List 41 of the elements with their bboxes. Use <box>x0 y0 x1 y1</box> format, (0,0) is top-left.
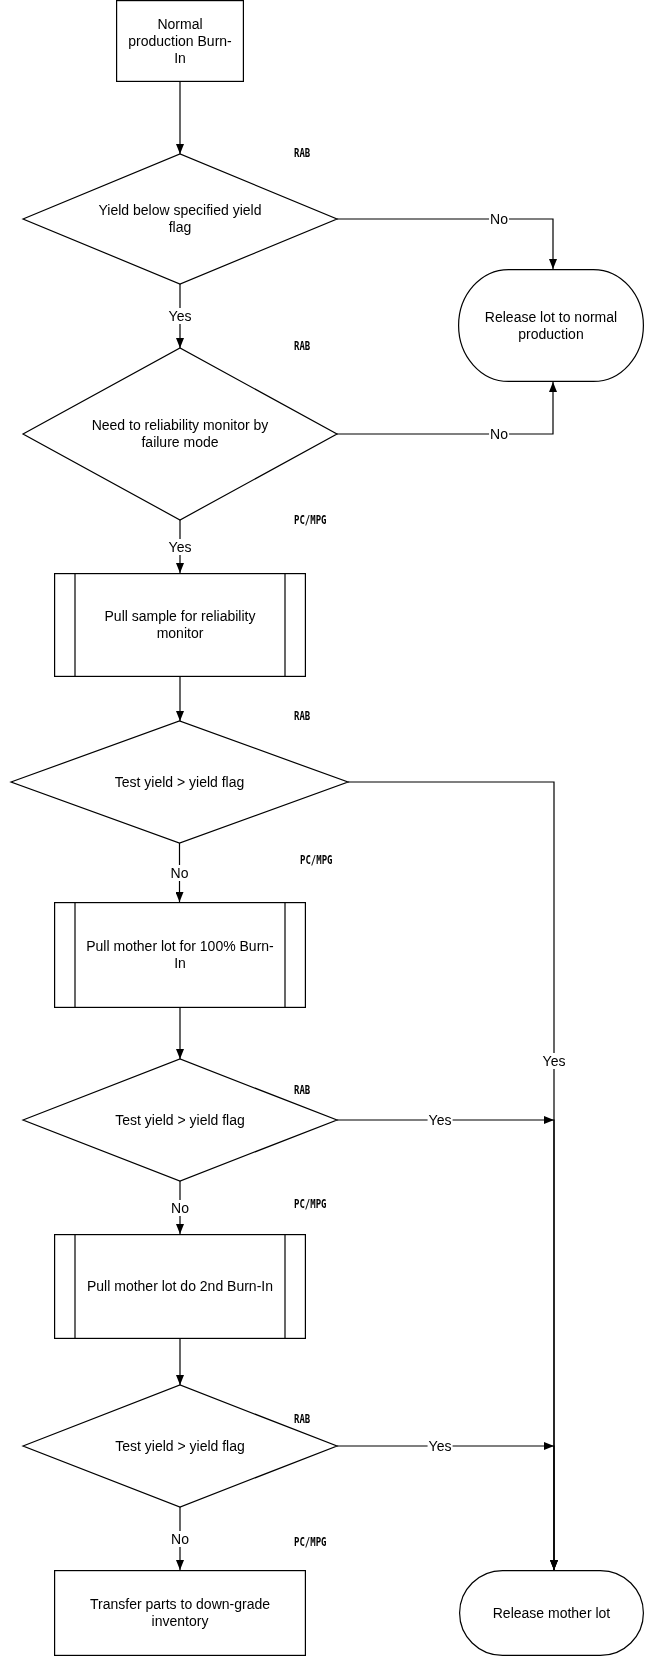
node-label: Test yield > yield flag <box>114 1437 246 1455</box>
node-label: Yield below specified yield flag <box>97 202 263 236</box>
role-annotation: PC/MPG <box>300 853 333 867</box>
predefined-process-box <box>54 902 306 1008</box>
node-label: Pull mother lot for 100% Burn-In <box>85 938 275 972</box>
edge-label: Yes <box>167 538 193 555</box>
node-label: Pull mother lot do 2nd Burn-In <box>86 1278 274 1295</box>
role-annotation: RAB <box>294 1083 311 1097</box>
role-annotation: PC/MPG <box>294 513 327 527</box>
node-label: Transfer parts to down-grade inventory <box>89 1596 271 1630</box>
predefined-process-box <box>54 573 306 677</box>
node-label: Test yield > yield flag <box>113 773 246 791</box>
node-label: Release lot to normal production <box>483 308 619 343</box>
edge-label: No <box>169 864 190 881</box>
role-annotation: RAB <box>294 1412 311 1426</box>
process-box <box>54 1570 306 1656</box>
predefined-process-box <box>54 1234 306 1339</box>
decision-diamond <box>23 1385 337 1507</box>
edge-label: Yes <box>427 1438 453 1454</box>
decision-diamond <box>23 1059 337 1181</box>
role-annotation: RAB <box>294 339 311 353</box>
role-annotation: PC/MPG <box>294 1197 327 1211</box>
role-annotation: RAB <box>294 146 311 160</box>
node-label: Need to reliability monitor by failure mode <box>90 417 270 451</box>
edge-label: No <box>170 1199 190 1216</box>
node-label: Pull sample for reliability monitor <box>103 608 257 642</box>
decision-diamond <box>11 721 348 843</box>
node-label: Test yield > yield flag <box>114 1111 246 1129</box>
node-label: Release mother lot <box>491 1604 612 1622</box>
edge-label: Yes <box>541 1053 567 1069</box>
edge-label: No <box>489 211 509 227</box>
role-annotation: RAB <box>294 709 311 723</box>
edge-label: No <box>170 1530 190 1547</box>
role-annotation: PC/MPG <box>294 1535 327 1549</box>
edge-label: Yes <box>427 1112 453 1128</box>
terminator-shape <box>459 1570 644 1656</box>
terminator-shape <box>458 269 644 382</box>
node-label: Normal production Burn-In <box>127 15 233 67</box>
edge-label: Yes <box>167 308 193 324</box>
edge-label: No <box>489 426 509 442</box>
process-box <box>116 0 244 82</box>
